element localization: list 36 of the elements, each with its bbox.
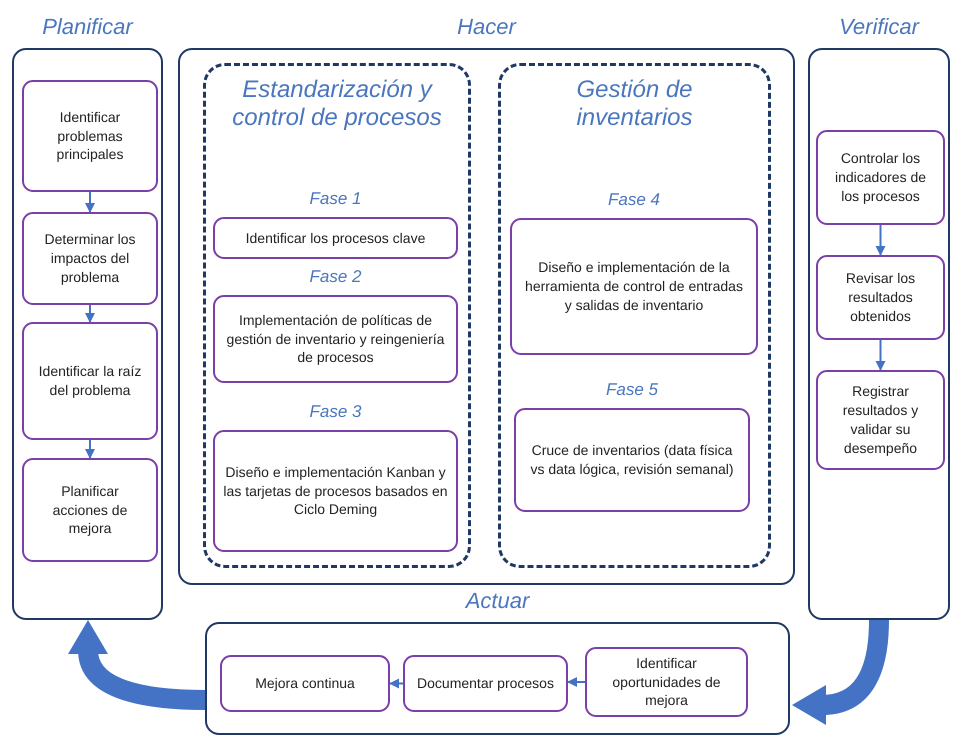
process-box: Diseño e implementación de la herramienta de control de entradas y salidas de inventario xyxy=(510,218,758,355)
arrow xyxy=(876,225,886,256)
process-box: Identificar la raíz del problema xyxy=(22,322,158,440)
process-box: Implementación de políticas de gestión de inventario y reingeniería de procesos xyxy=(213,295,458,383)
process-box: Determinar los impactos del problema xyxy=(22,212,158,305)
phase-label: Fase 4 xyxy=(607,190,661,210)
workstream-panel xyxy=(203,63,471,568)
phase-label: Fase 3 xyxy=(308,402,362,422)
process-box: Identificar oportunidades de mejora xyxy=(585,647,748,717)
arrow xyxy=(85,192,95,213)
process-box: Identificar los procesos clave xyxy=(213,217,458,259)
panel-title: Verificar xyxy=(838,14,921,40)
arrow xyxy=(567,677,585,687)
process-box: Documentar procesos xyxy=(403,655,568,712)
panel-title: Actuar xyxy=(464,588,531,614)
panel-title: Estandarización y control de procesos xyxy=(231,76,443,132)
panel-title: Planificar xyxy=(41,14,134,40)
phase-label: Fase 1 xyxy=(308,189,362,209)
process-box: Mejora continua xyxy=(220,655,390,712)
arrow xyxy=(85,440,95,459)
phase-label: Fase 2 xyxy=(308,267,362,287)
arrow xyxy=(389,678,403,688)
phase-label: Fase 5 xyxy=(605,380,659,400)
panel-title: Gestión de inventarios xyxy=(575,76,694,132)
process-box: Controlar los indicadores de los procesos xyxy=(816,130,945,225)
arrow xyxy=(876,340,886,371)
process-box: Diseño e implementación Kanban y las tarjetas de procesos basados en Ciclo Deming xyxy=(213,430,458,552)
arrow xyxy=(85,305,95,323)
curved-arrow xyxy=(68,620,206,710)
workstream-panel xyxy=(498,63,771,568)
process-box: Revisar los resultados obtenidos xyxy=(816,255,945,340)
process-box: Identificar problemas principales xyxy=(22,80,158,192)
process-box: Registrar resultados y validar su desempeño xyxy=(816,370,945,470)
process-box: Cruce de inventarios (data física vs data lógica, revisión semanal) xyxy=(514,408,750,512)
panel-title: Hacer xyxy=(456,14,518,40)
process-box: Planificar acciones de mejora xyxy=(22,458,158,562)
